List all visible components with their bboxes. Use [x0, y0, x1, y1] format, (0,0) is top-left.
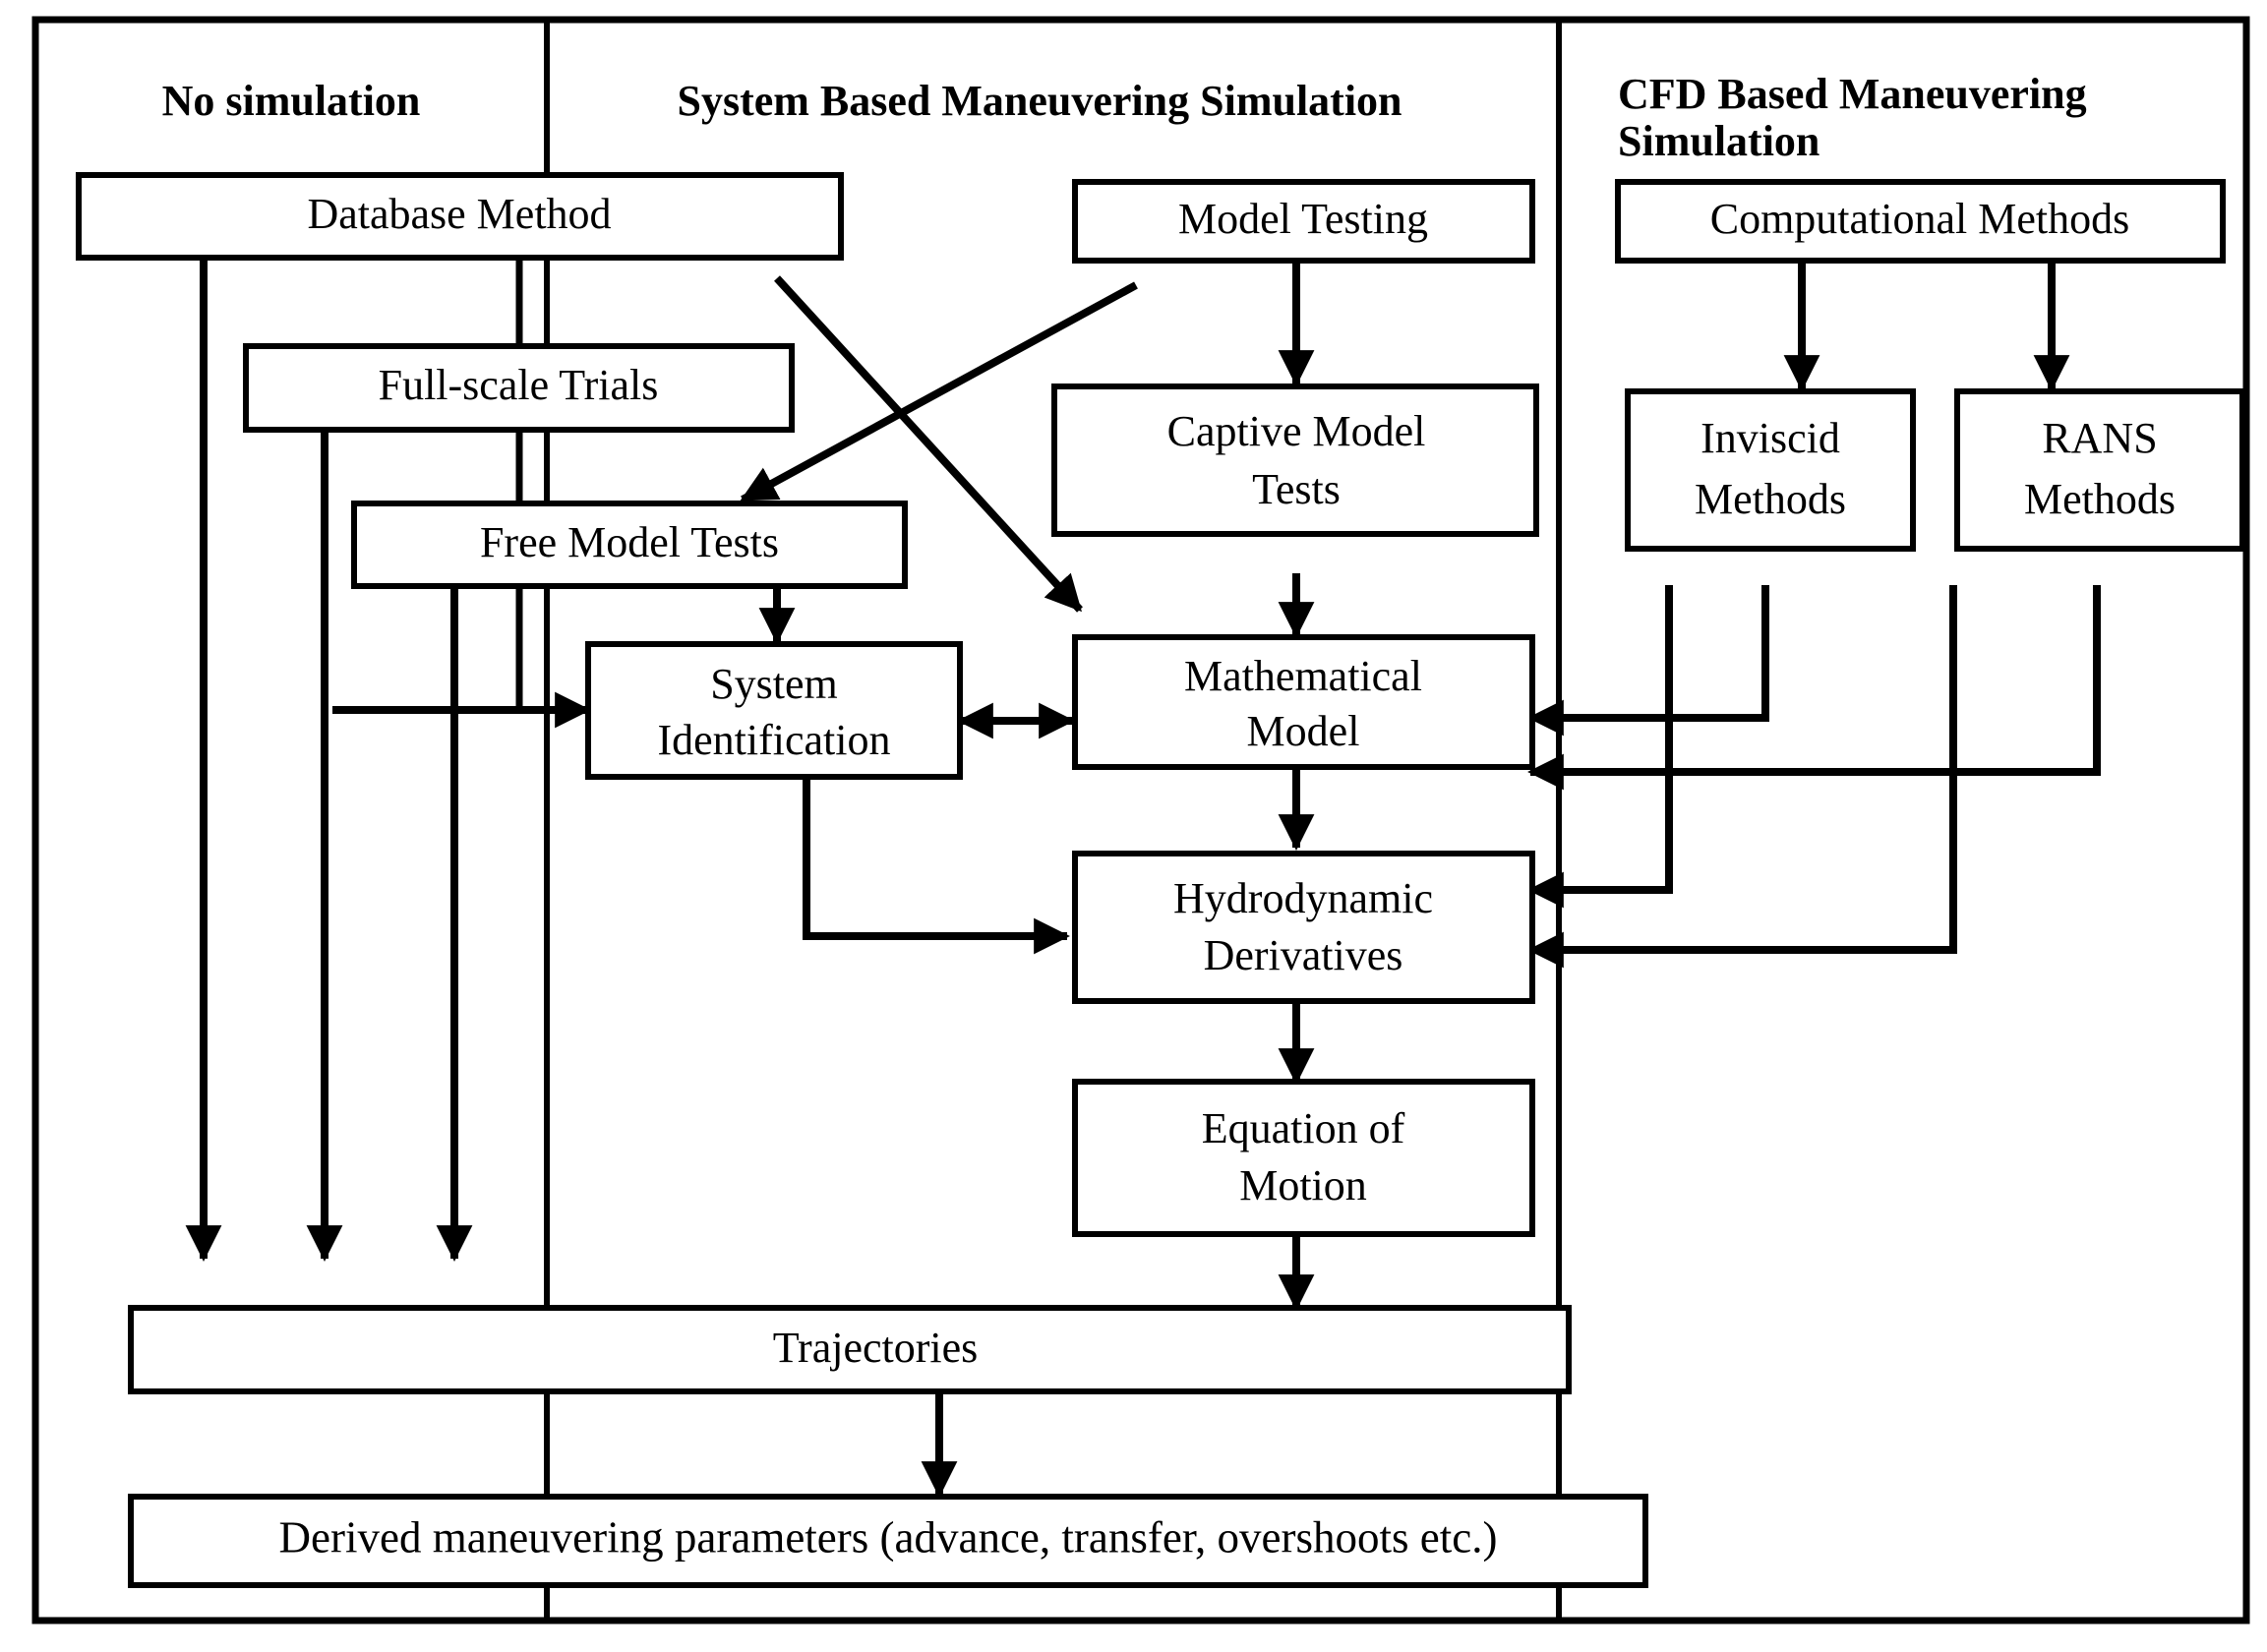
- column-header-cfd-based-line2: Simulation: [1618, 117, 1820, 165]
- node-trajectories[interactable]: Trajectories: [128, 1305, 1572, 1394]
- node-model-testing-rect[interactable]: [1072, 179, 1535, 264]
- node-captive-model-tests[interactable]: Captive Model Tests: [1051, 384, 1539, 537]
- node-system-identification-label-line2: Identification: [657, 716, 890, 764]
- arrow-rans-methods-to-hydrodynamic-derivatives: [1527, 585, 1957, 969]
- node-captive-model-tests-label-line2: Tests: [1252, 465, 1341, 513]
- arrow-inviscid-methods-to-hydrodynamic-derivatives: [1527, 585, 1673, 909]
- node-system-identification-label-line1: System: [710, 660, 838, 708]
- arrow-inviscid-to-mathematical-model: [1527, 585, 1769, 737]
- node-equation-of-motion[interactable]: Equation of Motion: [1072, 1079, 1535, 1237]
- node-system-identification[interactable]: System Identification: [585, 641, 963, 780]
- node-mathematical-model-label-line2: Model: [1247, 707, 1360, 755]
- node-free-model-tests-label: Free Model Tests: [480, 518, 779, 566]
- node-equation-of-motion-label-line1: Equation of: [1202, 1104, 1405, 1152]
- arrow-database-method-to-mathematical-model: [774, 275, 1083, 613]
- arrow-model-testing-to-free-model-tests: [740, 281, 1138, 503]
- node-inviscid-methods[interactable]: Inviscid Methods: [1625, 388, 1916, 552]
- column-header-no-simulation: No simulation: [162, 77, 421, 125]
- column-header-system-based: System Based Maneuvering Simulation: [677, 77, 1402, 125]
- node-mathematical-model[interactable]: Mathematical Model: [1072, 634, 1535, 770]
- node-captive-model-tests-label-line1: Captive Model: [1167, 407, 1426, 455]
- column-header-cfd-based: CFD Based Maneuvering: [1618, 70, 2087, 118]
- node-rans-methods[interactable]: RANS Methods: [1954, 388, 2245, 552]
- node-mathematical-model-label-line1: Mathematical: [1184, 652, 1422, 700]
- node-hydrodynamic-derivatives-rect[interactable]: [1072, 851, 1535, 1004]
- node-mathematical-model-rect[interactable]: [1072, 634, 1535, 770]
- node-hydrodynamic-derivatives-label-line2: Derivatives: [1204, 931, 1403, 979]
- node-model-testing[interactable]: Model Testing: [1072, 179, 1535, 264]
- node-equation-of-motion-label-line2: Motion: [1239, 1161, 1367, 1210]
- node-hydrodynamic-derivatives[interactable]: Hydrodynamic Derivatives: [1072, 851, 1535, 1004]
- outer-frame: [31, 16, 2250, 1624]
- node-model-testing-label: Model Testing: [1178, 195, 1428, 243]
- node-database-method-rect[interactable]: [76, 172, 844, 261]
- node-inviscid-methods-label-line1: Inviscid: [1700, 414, 1840, 462]
- node-free-model-tests[interactable]: Free Model Tests: [351, 501, 908, 589]
- node-computational-methods-label: Computational Methods: [1710, 195, 2130, 243]
- node-trajectories-rect[interactable]: [128, 1305, 1572, 1394]
- node-captive-model-tests-rect[interactable]: [1051, 384, 1539, 537]
- node-derived-parameters-rect[interactable]: [128, 1494, 1648, 1588]
- node-hydrodynamic-derivatives-label-line1: Hydrodynamic: [1173, 874, 1433, 922]
- node-computational-methods-rect[interactable]: [1615, 179, 2226, 264]
- node-full-scale-trials-rect[interactable]: [243, 343, 795, 433]
- node-derived-parameters-label: Derived maneuvering parameters (advance,…: [279, 1512, 1498, 1562]
- node-database-method[interactable]: Database Method: [76, 172, 844, 261]
- node-inviscid-methods-label-line2: Methods: [1695, 475, 1846, 523]
- node-rans-methods-label-line2: Methods: [2024, 475, 2176, 523]
- node-inviscid-methods-rect[interactable]: [1625, 388, 1916, 552]
- node-free-model-tests-rect[interactable]: [351, 501, 908, 589]
- node-full-scale-trials[interactable]: Full-scale Trials: [243, 343, 795, 433]
- node-rans-methods-rect[interactable]: [1954, 388, 2245, 552]
- node-equation-of-motion-rect[interactable]: [1072, 1079, 1535, 1237]
- node-system-identification-rect[interactable]: [585, 641, 963, 780]
- node-rans-methods-label-line1: RANS: [2042, 414, 2157, 462]
- node-computational-methods[interactable]: Computational Methods: [1615, 179, 2226, 264]
- node-full-scale-trials-label: Full-scale Trials: [379, 361, 659, 409]
- arrow-rans-methods-to-mathematical-model: [1527, 585, 2101, 791]
- node-trajectories-label: Trajectories: [773, 1324, 979, 1372]
- node-derived-parameters[interactable]: Derived maneuvering parameters (advance,…: [128, 1494, 1648, 1588]
- arrow-system-identification-to-hydrodynamic-derivatives: [803, 777, 1070, 955]
- node-database-method-label: Database Method: [307, 190, 611, 238]
